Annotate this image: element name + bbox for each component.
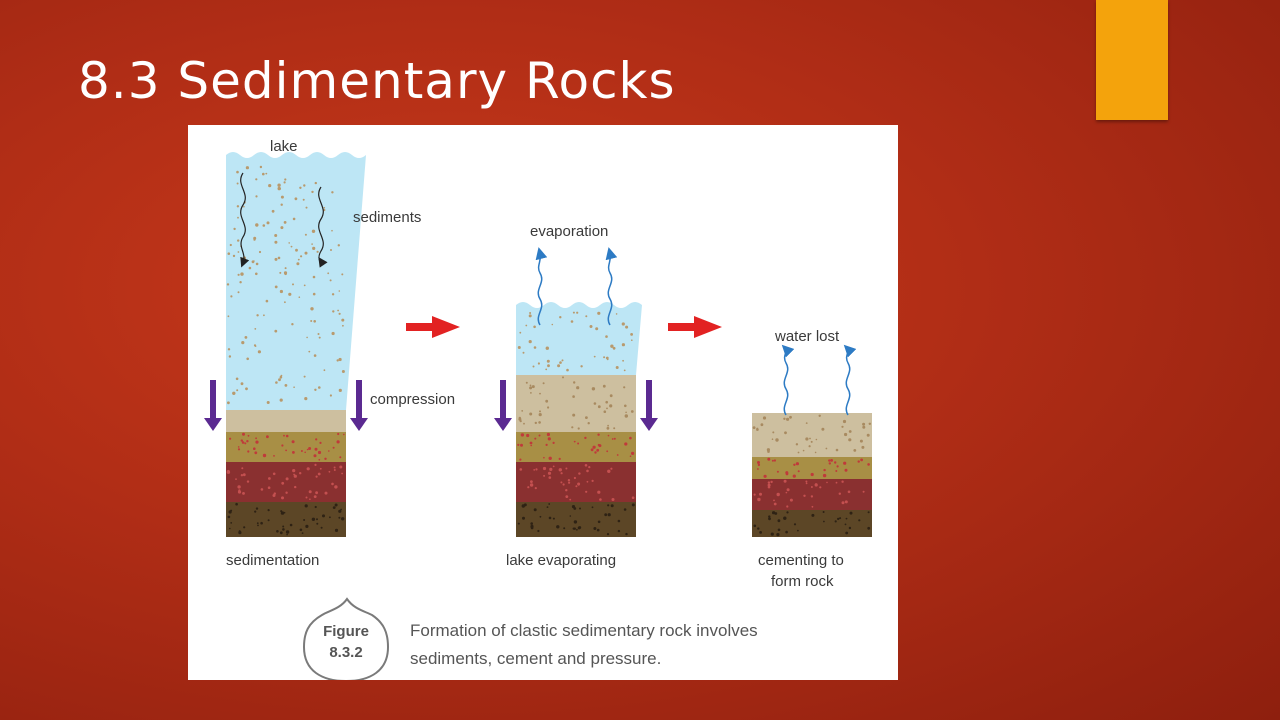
sedimentation-column <box>226 152 366 537</box>
layer-red <box>226 462 346 502</box>
layer-olive <box>226 432 346 462</box>
lake-water <box>226 152 366 410</box>
shallow-lake-water <box>516 302 642 375</box>
label-compression: compression <box>370 391 455 408</box>
sediment-speckles <box>519 464 635 501</box>
sediment-speckles <box>517 503 635 536</box>
figure-badge-number: 8.3.2 <box>329 644 362 661</box>
figure-caption-line1: Formation of clastic sedimentary rock in… <box>410 621 758 640</box>
rock-formation-diagram: lake sediments compression evaporation <box>204 138 872 680</box>
sediment-speckles <box>229 432 345 461</box>
sediment-speckles <box>757 457 870 478</box>
stage-caption-cementing: cementing to <box>758 552 844 569</box>
layer-olive <box>752 457 872 479</box>
vapor-arrow <box>781 344 795 416</box>
figure-caption-line2: sediments, cement and pressure. <box>410 649 661 668</box>
layer-tan <box>226 410 346 432</box>
figure-panel: lake sediments compression evaporation <box>188 125 898 680</box>
layer-tan <box>516 375 636 432</box>
label-water-lost: water lost <box>774 328 840 345</box>
layer-brown <box>752 510 872 537</box>
sediment-speckles <box>226 463 343 501</box>
compression-arrow <box>640 380 658 431</box>
layer-olive <box>516 432 636 462</box>
layer-red <box>752 479 872 510</box>
rock-column <box>752 344 872 537</box>
figure-badge: Figure 8.3.2 <box>302 597 390 680</box>
layer-red <box>516 462 636 502</box>
sediment-speckles <box>517 432 635 461</box>
layer-tan <box>752 413 872 457</box>
sediment-speckles <box>518 376 634 430</box>
sediment-speckles <box>753 479 865 508</box>
vapor-arrow <box>843 344 857 416</box>
compression-arrow <box>494 380 512 431</box>
sediment-path-arrow <box>318 186 328 268</box>
sediment-speckles <box>517 311 633 372</box>
label-evaporation: evaporation <box>530 223 608 240</box>
process-arrow <box>668 316 722 338</box>
layer-brown <box>226 502 346 537</box>
label-sediments: sediments <box>353 209 421 226</box>
sediment-speckles <box>752 414 871 454</box>
stage-caption-sedimentation: sedimentation <box>226 552 319 569</box>
stage-caption-cementing-line2: form rock <box>771 573 834 590</box>
slide-title: 8.3 Sedimentary Rocks <box>78 52 676 110</box>
vapor-arrow <box>605 247 618 326</box>
stage-caption-lake-evaporating: lake evaporating <box>506 552 616 569</box>
sediment-speckles <box>753 511 871 537</box>
compression-arrow <box>350 380 368 431</box>
compression-arrow <box>204 380 222 431</box>
sediment-path-arrow <box>240 172 250 268</box>
evaporating-column <box>516 247 642 537</box>
sediment-speckles <box>226 165 345 405</box>
vapor-arrow <box>535 247 548 326</box>
accent-bar <box>1096 0 1168 120</box>
figure-badge-label: Figure <box>323 623 369 640</box>
label-lake: lake <box>270 138 298 155</box>
process-arrow <box>406 316 460 338</box>
sediment-speckles <box>227 502 345 536</box>
